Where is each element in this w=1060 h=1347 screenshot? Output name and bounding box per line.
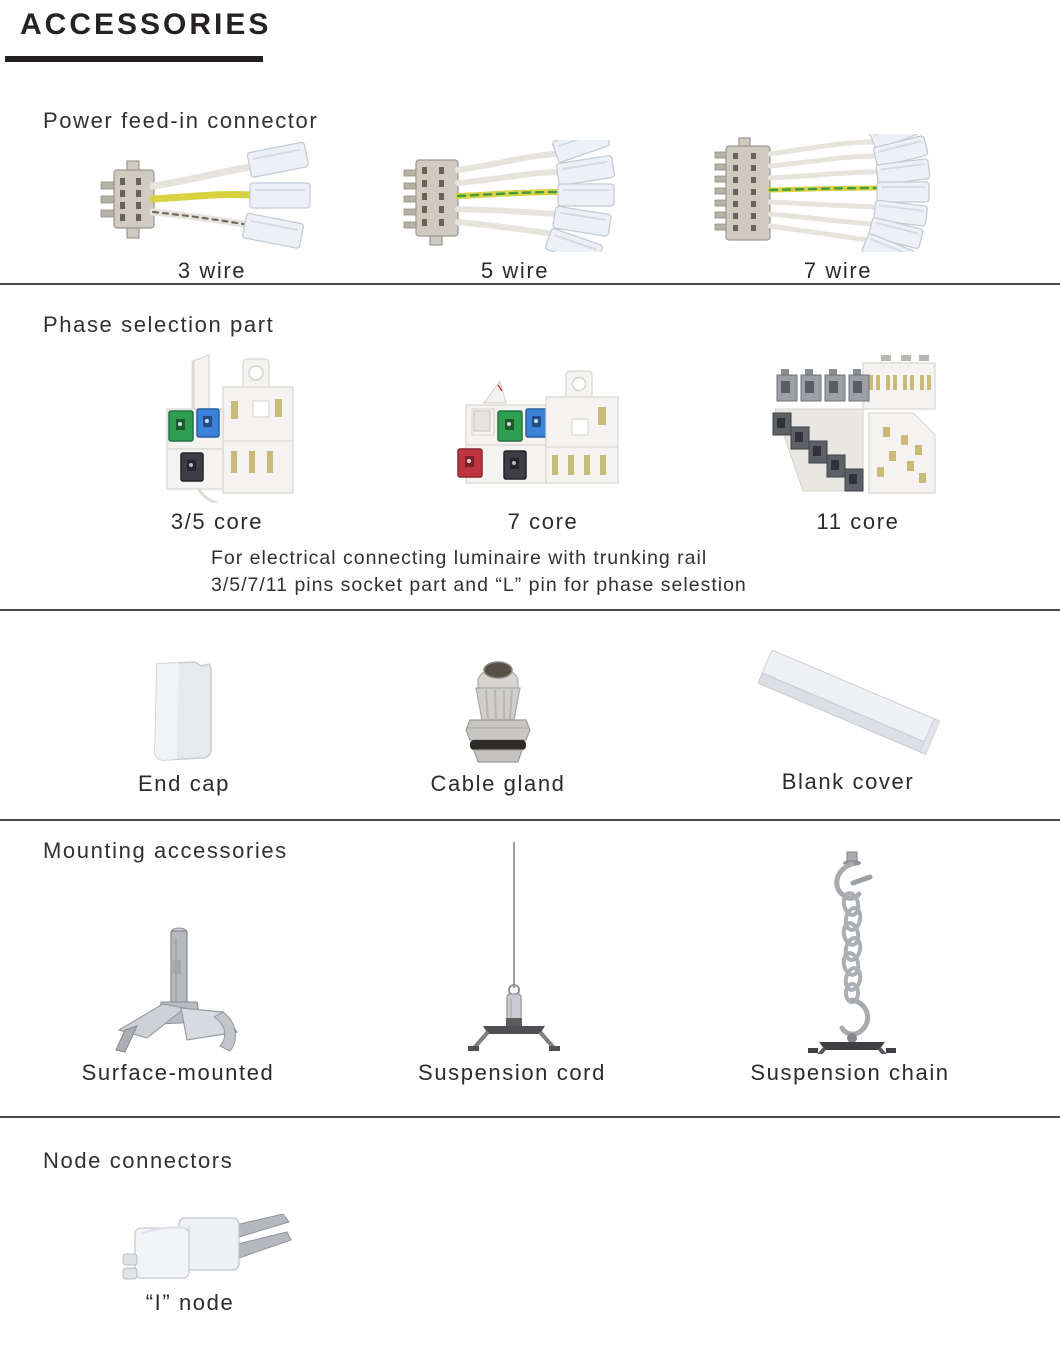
11-core-part-image: [763, 345, 953, 503]
product-label: Cable gland: [430, 771, 566, 796]
product-label: End cap: [138, 771, 230, 796]
blank-cover-image: [753, 648, 943, 763]
product-item-i-node: “I” node: [20, 1204, 360, 1316]
product-label: Suspension cord: [418, 1060, 606, 1085]
product-item-3-wire: 3 wire: [42, 140, 382, 284]
product-item-suspension-cord: Suspension cord: [342, 842, 682, 1086]
end-cap-image: [139, 650, 229, 765]
product-label: Suspension chain: [750, 1060, 950, 1085]
product-item-surface-mounted: Surface-mounted: [8, 924, 348, 1086]
section-heading-mounting: Mounting accessories: [43, 838, 288, 863]
5-wire-connector-image: [400, 140, 630, 252]
product-item-cable-gland: Cable gland: [328, 650, 668, 797]
section-divider: [0, 819, 1060, 821]
product-label: “I” node: [145, 1290, 235, 1315]
cable-gland-image: [452, 650, 544, 765]
surface-mounted-bracket-image: [103, 924, 253, 1054]
product-label: Blank cover: [781, 769, 915, 794]
3-wire-connector-image: [97, 140, 327, 252]
section-divider: [0, 609, 1060, 611]
3-5-core-part-image: [127, 345, 307, 503]
product-label: 11 core: [816, 509, 900, 534]
section-divider: [0, 1116, 1060, 1118]
suspension-cord-image: [457, 842, 567, 1054]
product-label: 5 wire: [480, 258, 550, 283]
product-item-blank-cover: Blank cover: [678, 648, 1018, 795]
product-item-7-core: 7 core: [373, 345, 713, 535]
suspension-chain-image: [795, 850, 905, 1054]
page-title: ACCESSORIES: [20, 8, 272, 41]
description-line-2: 3/5/7/11 pins socket part and “L” pin fo…: [211, 573, 747, 596]
product-item-end-cap: End cap: [14, 650, 354, 797]
product-label: 3/5 core: [170, 509, 264, 534]
section-heading-phase-selection: Phase selection part: [43, 312, 275, 337]
product-item-suspension-chain: Suspension chain: [680, 850, 1020, 1086]
i-node-connector-image: [85, 1204, 295, 1284]
product-item-3-5-core: 3/5 core: [47, 345, 387, 535]
7-wire-connector-image: [713, 134, 963, 252]
title-underline: [5, 56, 263, 62]
description-line-1: For electrical connecting luminaire with…: [211, 547, 708, 569]
phase-selection-description: For electrical connecting luminaire with…: [211, 545, 851, 598]
product-label: 3 wire: [177, 258, 247, 283]
product-label: Surface-mounted: [81, 1060, 275, 1085]
section-heading-node-connectors: Node connectors: [43, 1148, 234, 1173]
section-heading-power-feed: Power feed-in connector: [43, 108, 319, 133]
7-core-part-image: [448, 345, 638, 503]
product-label: 7 core: [507, 509, 579, 534]
product-item-5-wire: 5 wire: [345, 140, 685, 284]
product-item-7-wire: 7 wire: [668, 134, 1008, 284]
product-item-11-core: 11 core: [688, 345, 1028, 535]
section-divider: [0, 283, 1060, 285]
product-label: 7 wire: [803, 258, 873, 283]
